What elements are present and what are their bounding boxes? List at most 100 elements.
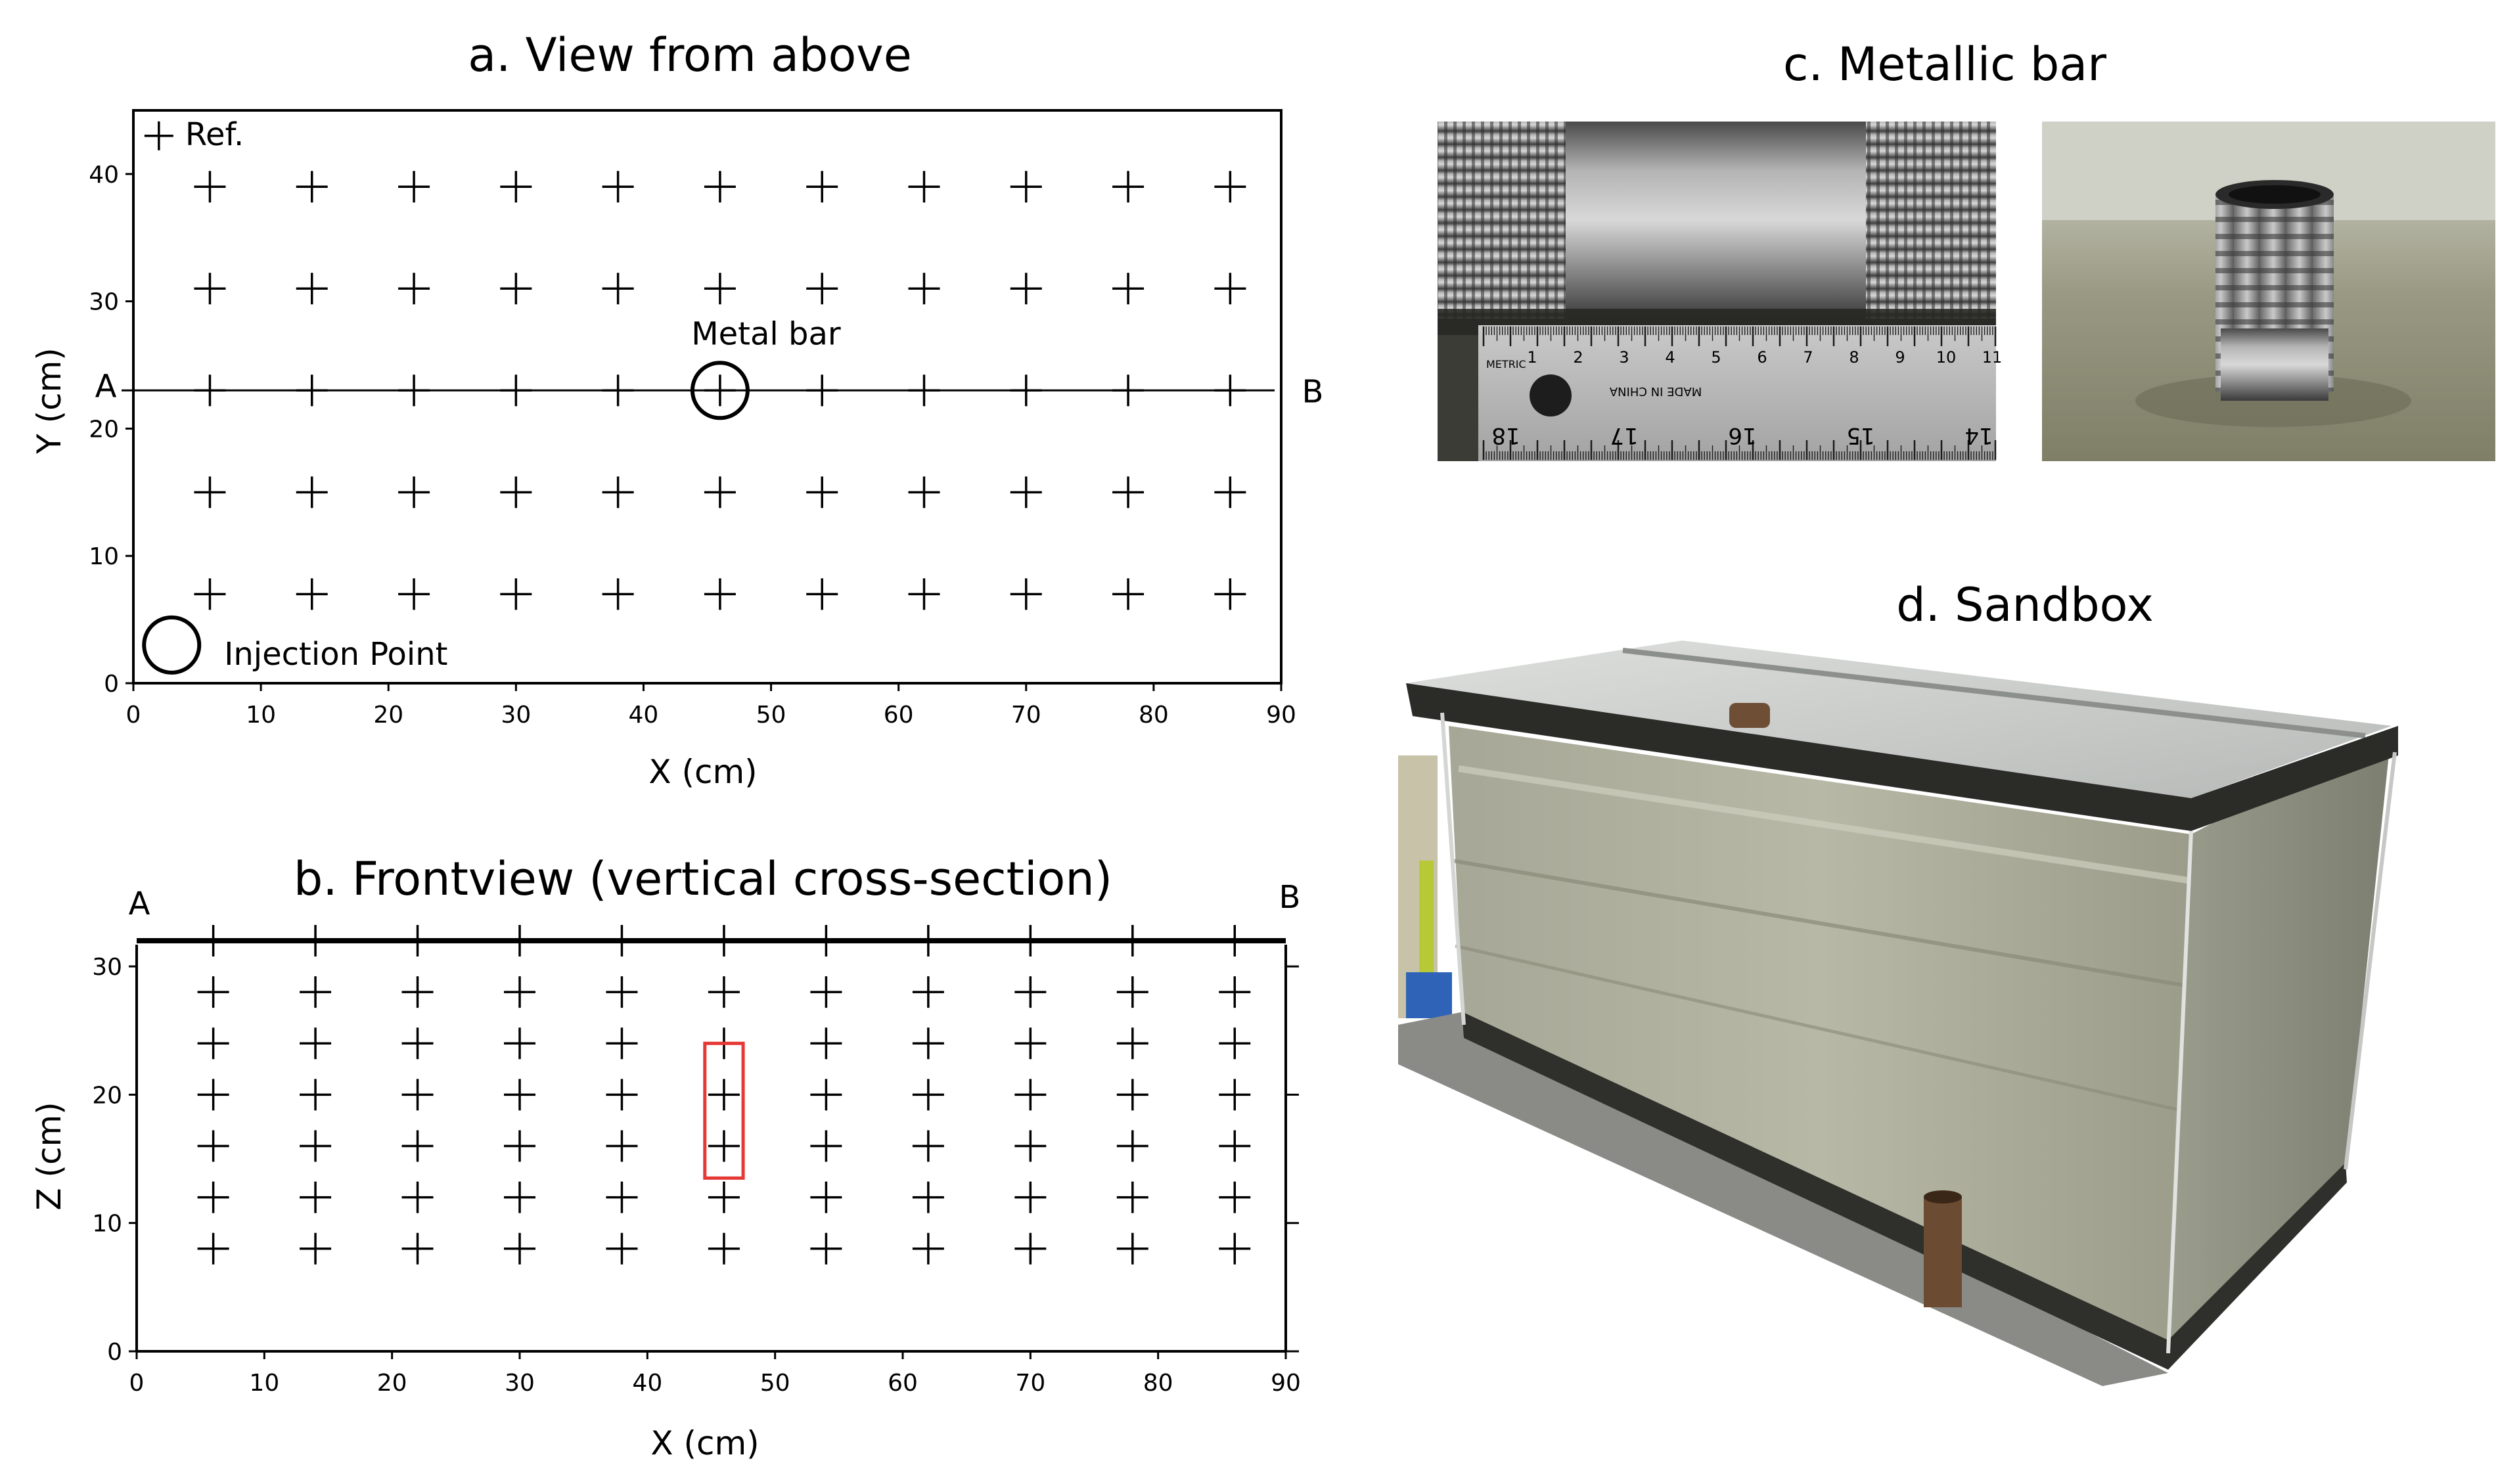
- electrode: [401, 976, 434, 1008]
- electrode: [708, 1079, 740, 1111]
- electrode: [1214, 578, 1246, 610]
- electrode: [912, 1232, 944, 1265]
- electrode: [810, 1079, 842, 1111]
- metal-bar-marker: [690, 361, 750, 420]
- section-start-label-b: A: [129, 886, 150, 922]
- electrode: [1010, 374, 1042, 407]
- section-end-label-b: B: [1279, 879, 1301, 916]
- section-start-label: A: [95, 368, 117, 405]
- ruler-number-bottom: 16: [1728, 422, 1756, 449]
- y-tick-label: 30: [89, 289, 119, 316]
- x-tick-label: 10: [246, 702, 276, 729]
- panel-a-title: a. View from above: [468, 28, 912, 82]
- electrode: [1014, 1181, 1047, 1213]
- panel-b-ylabel: Z (cm): [30, 1102, 68, 1210]
- electrode: [1214, 171, 1246, 203]
- x-tick-label: 40: [632, 1370, 662, 1397]
- electrode: [1219, 1027, 1251, 1060]
- electrode: [197, 1232, 229, 1265]
- electrode: [401, 1027, 434, 1060]
- electrode: [810, 1181, 842, 1213]
- ruler-number: 8: [1849, 348, 1859, 367]
- reference-electrode-label: Ref.: [185, 116, 244, 153]
- electrode: [912, 976, 944, 1008]
- electrode: [197, 1027, 229, 1060]
- y-tick-label: 30: [92, 954, 122, 981]
- electrode: [1116, 1232, 1148, 1265]
- electrode: [197, 1130, 229, 1162]
- ruler-number: 5: [1711, 348, 1721, 367]
- x-tick-label: 20: [377, 1370, 407, 1397]
- ruler-number: 10: [1936, 348, 1957, 367]
- electrode: [806, 374, 838, 407]
- electrode: [1219, 1232, 1251, 1265]
- electrode: [1219, 1079, 1251, 1111]
- y-tick-label: 20: [89, 416, 119, 443]
- ruler-number: 2: [1573, 348, 1583, 367]
- electrode: [1219, 1181, 1251, 1213]
- electrode: [1112, 374, 1145, 407]
- ruler-number-bottom: 14: [1964, 422, 1993, 449]
- electrode: [296, 171, 328, 203]
- electrode: [300, 976, 332, 1008]
- electrode: [296, 273, 328, 305]
- electrode: [708, 976, 740, 1008]
- x-tick-label: 0: [129, 1370, 145, 1397]
- electrode: [908, 578, 940, 610]
- electrode: [398, 578, 430, 610]
- electrode: [810, 1232, 842, 1265]
- ruler-number-bottom: 15: [1846, 422, 1874, 449]
- electrode: [708, 1232, 740, 1265]
- reference-electrode-marker: [144, 121, 173, 150]
- electrode: [602, 578, 634, 610]
- electrode: [602, 476, 634, 508]
- electrode: [704, 273, 736, 305]
- electrode: [197, 976, 229, 1008]
- electrode: [704, 374, 736, 407]
- electrode: [197, 1079, 229, 1111]
- x-tick-label: 90: [1266, 702, 1296, 729]
- electrode: [708, 1130, 740, 1162]
- y-tick-label: 20: [92, 1082, 122, 1109]
- electrode: [1116, 1130, 1148, 1162]
- electrode: [1214, 273, 1246, 305]
- electrode: [194, 476, 226, 508]
- electrode: [398, 273, 430, 305]
- electrode: [810, 976, 842, 1008]
- x-tick-label: 60: [888, 1370, 918, 1397]
- electrode: [806, 578, 838, 610]
- electrode: [606, 1232, 638, 1265]
- ruler-tick-marks: [1482, 326, 1997, 460]
- x-tick-label: 30: [501, 702, 531, 729]
- electrode: [504, 1130, 535, 1162]
- electrode: [806, 273, 838, 305]
- x-tick-label: 50: [760, 1370, 790, 1397]
- x-tick-label: 80: [1143, 1370, 1173, 1397]
- panel-a-frame: [132, 109, 1282, 685]
- y-tick-label: 40: [89, 162, 119, 189]
- electrode: [1014, 1079, 1047, 1111]
- x-tick-label: 30: [505, 1370, 535, 1397]
- electrode: [912, 1130, 944, 1162]
- panel-b-title: b. Frontview (vertical cross-section): [294, 852, 1112, 906]
- electrode: [810, 1130, 842, 1162]
- electrode: [810, 1027, 842, 1060]
- electrode: [704, 171, 736, 203]
- electrode: [504, 1079, 535, 1111]
- electrode: [806, 476, 838, 508]
- electrode: [908, 171, 940, 203]
- electrode: [296, 374, 328, 407]
- electrode: [1214, 374, 1246, 407]
- electrode: [912, 1181, 944, 1213]
- electrode: [194, 171, 226, 203]
- electrode: [912, 1079, 944, 1111]
- ruler-number: 4: [1665, 348, 1675, 367]
- electrode: [1116, 1027, 1148, 1060]
- electrode: [296, 476, 328, 508]
- electrode: [1116, 1181, 1148, 1213]
